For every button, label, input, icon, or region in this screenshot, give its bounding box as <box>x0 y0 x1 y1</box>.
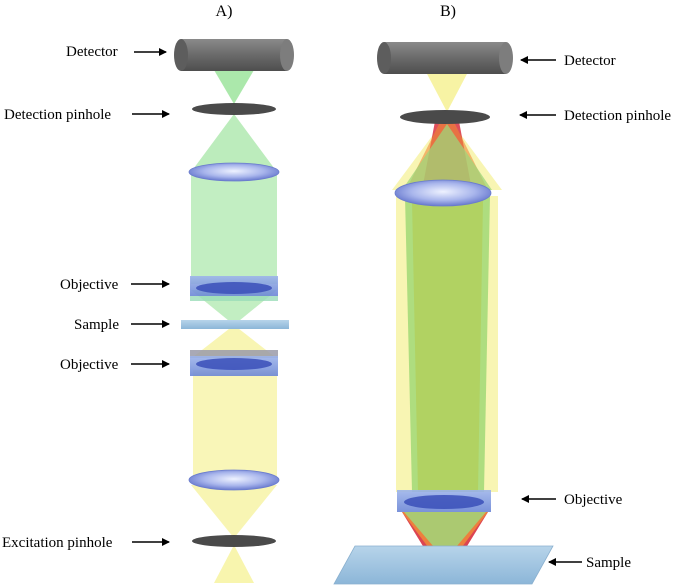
label-excitation-pinhole-a: Excitation pinhole <box>2 535 113 551</box>
label-sample-b: Sample <box>586 555 631 571</box>
olive-beam-column-b <box>412 200 483 492</box>
excitation-pinhole-a <box>192 535 276 547</box>
label-sample-a: Sample <box>74 317 119 333</box>
objective-b <box>397 490 491 512</box>
yellow-beam-to-pinhole <box>191 485 277 538</box>
objective-top-a <box>190 276 278 301</box>
sample-slide-a <box>181 320 289 329</box>
green-beam-detector <box>214 70 254 104</box>
panel-b-title: B) <box>440 3 456 20</box>
objective-bottom-a <box>190 350 278 376</box>
tube-lens-a <box>188 162 280 182</box>
yellow-beam-source <box>214 545 254 583</box>
tube-lens-b <box>394 179 492 207</box>
green-beam-pinhole-to-lens <box>191 114 277 172</box>
label-objective-b: Objective <box>564 492 623 508</box>
label-detector-b: Detector <box>564 53 616 69</box>
sample-slab-b <box>333 545 554 585</box>
green-cone-b <box>402 124 492 190</box>
label-detection-pinhole-a: Detection pinhole <box>4 107 111 123</box>
panel-b: B) Det <box>333 3 671 585</box>
green-beam-collimated <box>191 172 277 284</box>
yellow-beam-detector-b <box>426 72 468 112</box>
label-objective-top-a: Objective <box>60 277 119 293</box>
panel-a-title: A) <box>216 3 233 20</box>
detector-b <box>377 42 513 74</box>
yellow-beam-sample-to-objective <box>193 325 275 357</box>
label-detector-a: Detector <box>66 44 118 60</box>
detection-pinhole-b <box>400 110 490 124</box>
detector-a <box>174 39 294 71</box>
detection-pinhole-a <box>192 103 276 115</box>
label-detection-pinhole-b: Detection pinhole <box>564 108 671 124</box>
yellow-beam-collimated <box>193 370 277 480</box>
label-objective-bottom-a: Objective <box>60 357 119 373</box>
excitation-lens-a <box>188 469 280 491</box>
green-cone-sample-b <box>404 512 486 560</box>
panel-a: A) <box>2 3 294 583</box>
